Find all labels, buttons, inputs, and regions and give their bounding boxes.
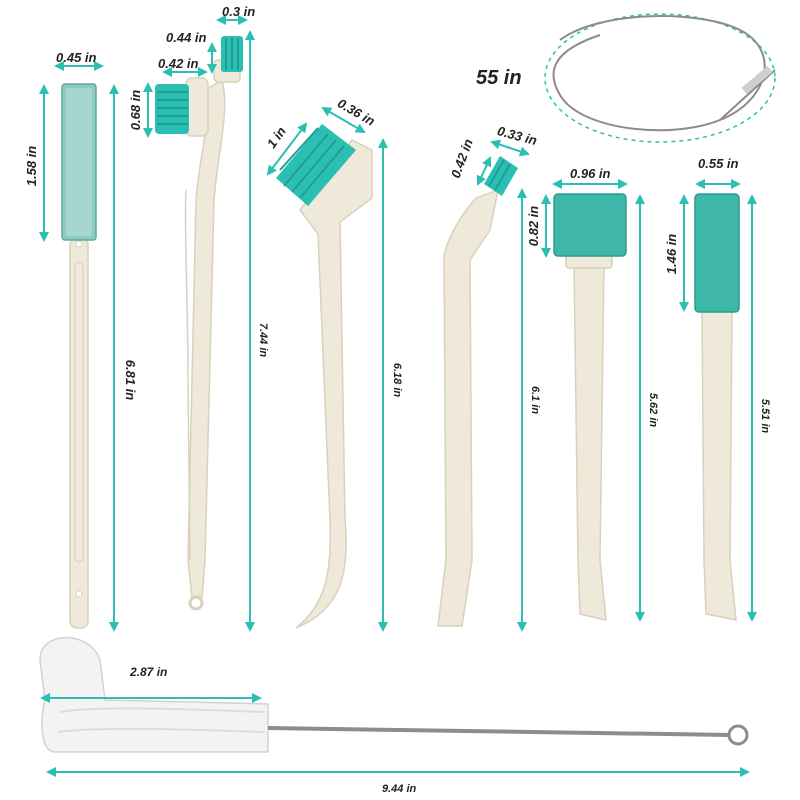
foam-length-label: 2.87 in: [129, 665, 167, 679]
cable-dashed-outline: [544, 13, 776, 143]
small-bristles-icon: [484, 156, 518, 196]
brush5-length-label: 5.62 in: [647, 393, 659, 428]
sponge-stick-brush: [61, 83, 97, 629]
pipe-cleaner-brush: [39, 636, 749, 753]
angled-detail-brush: [437, 156, 518, 627]
tall-sponge-icon: [694, 193, 740, 313]
dimension-labels: 0.45 in 1.58 in 6.81 in 0.3 in 0.44 in 0…: [24, 4, 771, 795]
wide-sponge-brush: [553, 193, 627, 621]
brush1-head-height-label: 1.58 in: [24, 146, 39, 187]
brush2-neck-width-label: 0.44 in: [166, 30, 207, 45]
brush6-length-label: 5.51 in: [759, 399, 771, 434]
cable-wire-icon: [552, 15, 766, 132]
brush1-head-width-label: 0.45 in: [56, 50, 97, 65]
tall-sponge-brush: [694, 193, 740, 621]
brush1-length-label: 6.81 in: [123, 360, 138, 401]
brush6-head-height-label: 1.46 in: [664, 234, 679, 275]
brush2-head-width-label: 0.42 in: [158, 56, 199, 71]
brush2-head-height-label: 0.68 in: [128, 90, 143, 131]
brush6-head-width-label: 0.55 in: [698, 156, 739, 171]
foam-brush-icon: [39, 636, 269, 753]
brush3-head-width-label: 0.36 in: [335, 95, 378, 128]
pipe-total-length-label: 9.44 in: [382, 783, 417, 795]
square-sponge-icon: [553, 193, 627, 257]
brush5-head-width-label: 0.96 in: [570, 166, 611, 181]
curved-hook-brush: [276, 124, 373, 629]
brush3-length-label: 6.18 in: [391, 363, 403, 398]
double-head-brush: [155, 36, 243, 611]
brush3-head-height-label: 1 in: [264, 124, 289, 151]
side-bristles-icon: [155, 84, 189, 134]
twisted-wire-icon: [267, 726, 731, 737]
cable-brush: [544, 13, 776, 143]
cable-length-label: 55 in: [476, 67, 522, 89]
dimension-lines: [39, 15, 757, 777]
brush5-head-height-label: 0.82 in: [526, 206, 541, 247]
brush4-length-label: 6.1 in: [529, 386, 541, 414]
brush2-tip-width-label: 0.3 in: [222, 4, 255, 19]
wire-loop-icon: [727, 724, 749, 746]
top-bristles-icon: [221, 36, 243, 72]
brush2-length-label: 7.44 in: [257, 323, 269, 358]
brush4-head-height-label: 0.42 in: [448, 137, 476, 180]
